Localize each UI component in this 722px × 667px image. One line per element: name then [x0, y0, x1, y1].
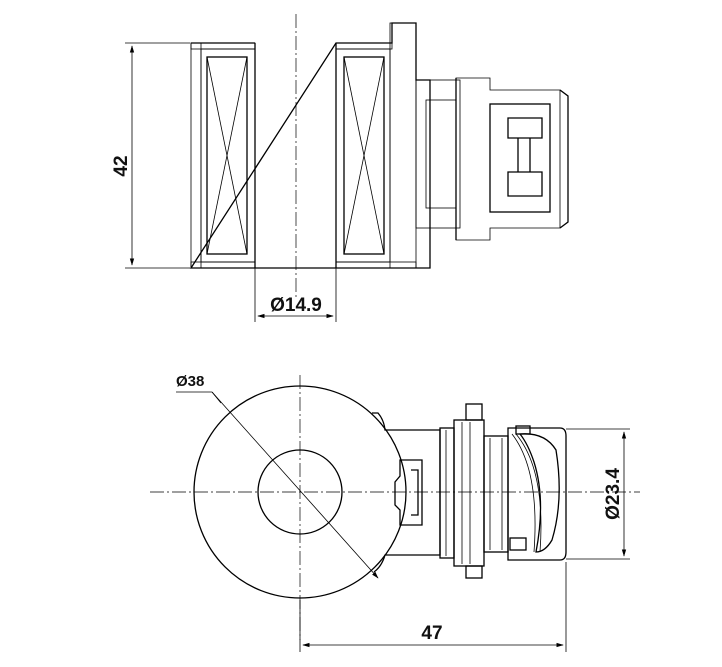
connector-flange [455, 77, 561, 241]
connector-body-speckle [415, 79, 461, 229]
winding-left [206, 56, 248, 255]
connector-collar [453, 419, 485, 567]
connector-plug [483, 435, 509, 553]
coil-outer-circle [193, 385, 407, 599]
dim-height-label: 42 [111, 155, 132, 176]
housing-top-cap-right [335, 42, 393, 50]
housing-bottom-cap-right [335, 261, 417, 269]
winding-right [343, 56, 385, 255]
dim-bore-label: Ø14.9 [270, 295, 322, 316]
connector-pin-cavity [489, 103, 551, 213]
dim-length-label: 47 [421, 623, 442, 644]
plug-head [507, 427, 567, 561]
coil-bore-circle [257, 449, 343, 535]
housing-left-wall [190, 42, 202, 269]
connector-tab-bottom [465, 565, 483, 579]
section-view: 42 Ø14.9 [111, 14, 569, 322]
connector-tab-top [465, 403, 483, 421]
connector-base [439, 427, 455, 559]
end-view: Ø38 Ø23.4 47 [150, 373, 640, 652]
dim-connector-diameter-label: Ø23.4 [603, 468, 624, 520]
housing-right-wall [389, 22, 417, 269]
dim-outer-diameter-label: Ø38 [176, 373, 204, 390]
